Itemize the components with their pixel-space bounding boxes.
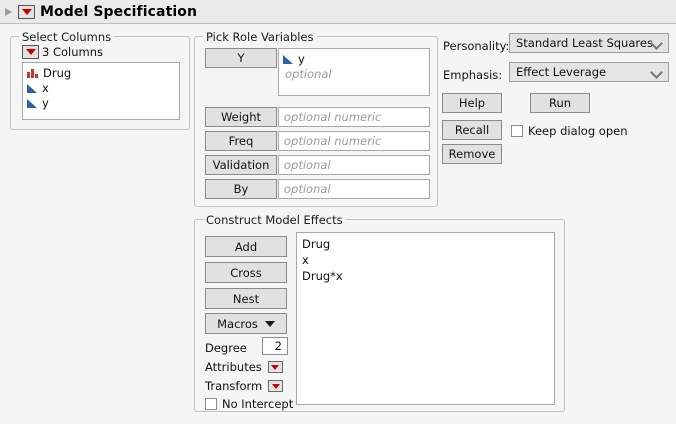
role-listbox-y[interactable]: y optional: [278, 48, 430, 96]
select-columns-listbox[interactable]: Drug x y: [22, 62, 180, 120]
role-listbox-validation[interactable]: optional: [278, 155, 430, 175]
continuous-triangle-icon: [27, 83, 38, 94]
transform-row[interactable]: Transform: [205, 379, 284, 393]
no-intercept-checkbox[interactable]: [205, 398, 217, 410]
page-title: Model Specification: [40, 3, 198, 20]
role-button-freq[interactable]: Freq: [205, 131, 277, 151]
attributes-label: Attributes: [205, 360, 262, 374]
role-button-y[interactable]: Y: [205, 48, 277, 68]
pick-role-variables-group: Pick Role Variables: [194, 30, 438, 207]
columns-count-label: 3 Columns: [42, 45, 104, 59]
red-triangle-menu-icon[interactable]: [22, 45, 39, 59]
emphasis-label: Emphasis:: [443, 68, 503, 82]
no-intercept-label: No Intercept: [222, 397, 294, 411]
continuous-triangle-icon: [283, 54, 294, 65]
columns-count-header[interactable]: 3 Columns: [22, 45, 103, 59]
role-placeholder-weight: optional numeric: [284, 110, 382, 124]
select-columns-legend: Select Columns: [19, 30, 115, 44]
nest-effect-button[interactable]: Nest: [205, 288, 287, 309]
list-item[interactable]: x: [302, 253, 309, 267]
role-button-weight[interactable]: Weight: [205, 107, 277, 127]
model-effects-listbox[interactable]: Drug x Drug*x: [296, 232, 555, 405]
degree-input[interactable]: 2: [262, 337, 288, 355]
list-item[interactable]: x: [27, 81, 179, 96]
transform-label: Transform: [205, 379, 263, 393]
role-placeholder-y: optional: [285, 67, 332, 81]
black-triangle-down-icon: [264, 320, 275, 327]
recall-button[interactable]: Recall: [442, 120, 502, 140]
red-triangle-glyph: [25, 49, 36, 55]
role-placeholder-validation: optional: [284, 158, 331, 172]
no-intercept-checkbox-row[interactable]: No Intercept: [205, 397, 293, 411]
add-effect-button[interactable]: Add: [205, 236, 287, 257]
keep-dialog-open-checkbox[interactable]: [511, 125, 523, 137]
construct-model-effects-group: Construct Model Effects: [194, 213, 565, 412]
degree-label: Degree: [205, 341, 247, 355]
list-item[interactable]: Drug: [302, 237, 331, 251]
list-item[interactable]: y: [27, 96, 179, 111]
list-item[interactable]: Drug: [27, 66, 179, 81]
chevron-down-icon: [650, 66, 663, 79]
role-button-validation[interactable]: Validation: [205, 155, 277, 175]
personality-select[interactable]: Standard Least Squares: [509, 33, 669, 53]
red-triangle-menu-icon[interactable]: [18, 4, 35, 19]
role-listbox-by[interactable]: optional: [278, 179, 430, 199]
pick-role-variables-legend: Pick Role Variables: [203, 30, 317, 44]
select-columns-group: Select Columns: [10, 30, 190, 130]
emphasis-value: Effect Leverage: [516, 65, 607, 79]
red-triangle-menu-icon[interactable]: [267, 361, 283, 373]
disclosure-triangle-icon[interactable]: [3, 5, 16, 18]
column-name: Drug: [43, 66, 72, 80]
red-triangle-menu-icon[interactable]: [268, 380, 284, 392]
remove-button[interactable]: Remove: [442, 144, 502, 164]
personality-value: Standard Least Squares: [516, 36, 653, 50]
help-button[interactable]: Help: [442, 93, 502, 113]
red-triangle-glyph: [21, 8, 32, 15]
run-button[interactable]: Run: [530, 93, 590, 113]
column-name: x: [42, 81, 49, 95]
role-placeholder-freq: optional numeric: [284, 134, 382, 148]
keep-dialog-open-row[interactable]: Keep dialog open: [511, 124, 628, 138]
role-listbox-weight[interactable]: optional numeric: [278, 107, 430, 127]
macros-menu-button[interactable]: Macros: [205, 313, 287, 334]
cross-effect-button[interactable]: Cross: [205, 262, 287, 283]
role-button-by[interactable]: By: [205, 179, 277, 199]
assigned-variable-name: y: [298, 52, 305, 66]
keep-dialog-open-label: Keep dialog open: [528, 124, 628, 138]
list-item[interactable]: y: [283, 52, 429, 67]
attributes-row[interactable]: Attributes: [205, 360, 283, 374]
role-listbox-freq[interactable]: optional numeric: [278, 131, 430, 151]
macros-label: Macros: [217, 316, 258, 331]
construct-model-effects-legend: Construct Model Effects: [203, 213, 346, 227]
continuous-triangle-icon: [27, 98, 38, 109]
list-item[interactable]: Drug*x: [302, 269, 343, 283]
window-titlebar: Model Specification: [0, 0, 676, 24]
column-name: y: [42, 96, 49, 110]
nominal-bar-icon: [27, 68, 39, 79]
emphasis-select[interactable]: Effect Leverage: [509, 62, 669, 82]
personality-label: Personality:: [443, 39, 510, 53]
role-placeholder-by: optional: [284, 182, 331, 196]
